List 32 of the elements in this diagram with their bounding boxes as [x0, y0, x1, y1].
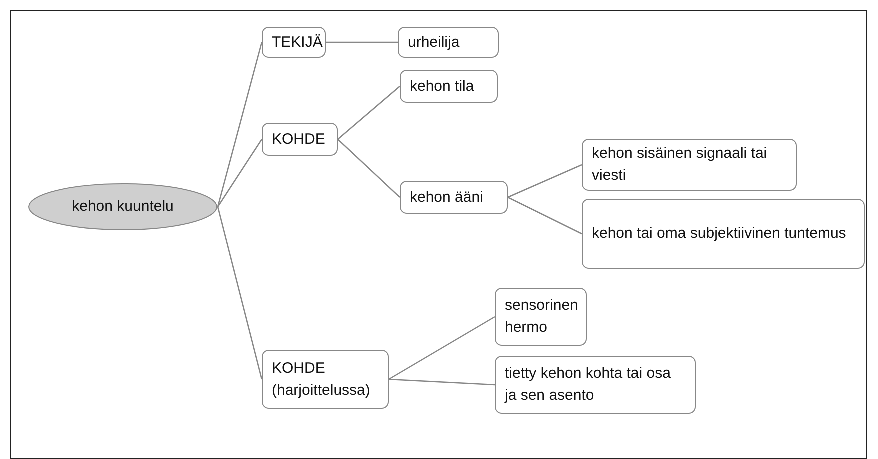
topic-ellipse: [28, 183, 218, 231]
connector-line: [388, 378, 496, 386]
concept-box: [262, 350, 389, 409]
node-text: urheilija: [408, 32, 460, 53]
node-text: KOHDE: [272, 130, 326, 150]
connector-line: [217, 206, 263, 380]
node-text: kehon kuuntelu: [72, 197, 174, 218]
connector-line: [217, 42, 263, 208]
node-text: kehon tila: [410, 76, 474, 97]
node-text: sensorinen hermo: [505, 296, 578, 338]
connector-line: [217, 139, 263, 208]
concept-box: [495, 356, 696, 414]
node-text: tietty kehon kohta tai osa ja sen asento: [505, 364, 672, 406]
concept-box: [495, 288, 587, 346]
concept-box: [262, 27, 326, 58]
concept-box: [398, 27, 499, 58]
connector-line: [508, 196, 582, 235]
node-text: TEKIJÄ: [272, 32, 323, 53]
connector-line: [338, 139, 400, 198]
connector-line: [508, 164, 582, 198]
concept-box: [582, 199, 865, 269]
node-text: kehon tai oma subjektiivinen tuntemus: [592, 224, 846, 244]
concept-box: [400, 70, 498, 103]
concept-box: [582, 139, 797, 191]
concept-box: [262, 123, 338, 156]
connector-line: [388, 316, 496, 380]
node-text: kehon ääni: [410, 188, 484, 208]
connector-line: [338, 86, 400, 140]
concept-box: [400, 181, 508, 214]
node-text: KOHDE (harjoittelussa): [272, 358, 372, 400]
connector-line: [326, 42, 398, 44]
node-text: kehon sisäinen signaali tai viesti: [592, 144, 768, 186]
